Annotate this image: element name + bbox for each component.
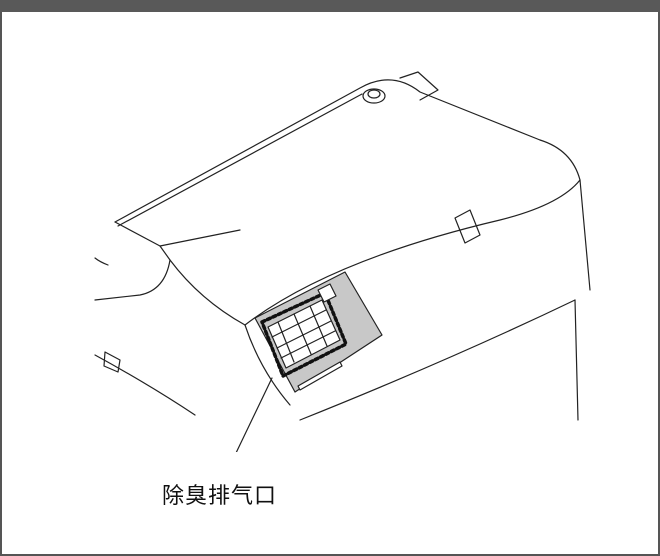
leader-line — [235, 377, 273, 452]
body-side-right — [244, 179, 581, 326]
lid-front-fold — [159, 229, 241, 247]
title-bar — [0, 0, 660, 12]
body-side-lower — [244, 324, 291, 406]
body-right-vertical — [574, 299, 579, 421]
body-left-lower — [94, 354, 196, 416]
body-base-line — [299, 299, 576, 421]
lid-inner-edge — [117, 93, 363, 227]
vent-grille — [267, 299, 341, 369]
side-slot — [454, 209, 481, 244]
lid-corner — [399, 71, 439, 101]
dial-knob — [362, 88, 386, 104]
lid-front-sweep — [169, 259, 246, 326]
vent-highlight — [260, 291, 348, 378]
left-latch — [103, 351, 121, 373]
indicator-slot — [297, 361, 343, 391]
body-left-side — [94, 257, 109, 266]
lid-right-edge — [539, 139, 591, 291]
lid-top-edge — [114, 79, 541, 223]
callout-label: 除臭排气口 — [162, 484, 278, 509]
vent-tab — [317, 283, 337, 303]
machine-illustration — [94, 71, 591, 452]
lid-front-edge — [94, 221, 171, 301]
